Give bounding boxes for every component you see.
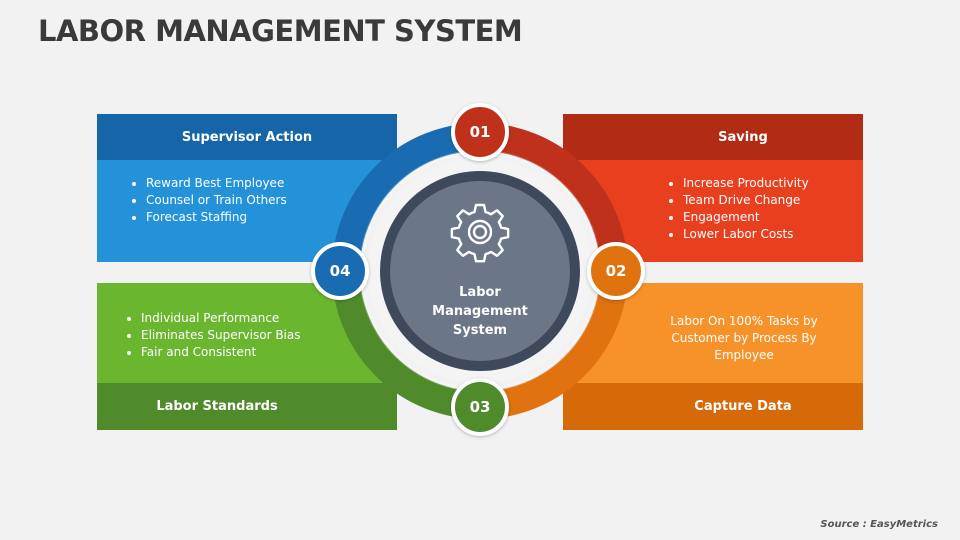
section-text: Labor On 100% Tasks by Customer by Proce… (670, 314, 818, 362)
list-item: Forecast Staffing (146, 209, 287, 226)
number-badge-04: 04 (311, 242, 369, 300)
center-label: Labor Management System (420, 283, 540, 340)
list-item: Individual Performance (141, 310, 301, 327)
bullet-list: Reward Best Employee Counsel or Train Ot… (130, 175, 287, 226)
arc-highlight (479, 150, 601, 272)
list-item: Reward Best Employee (146, 175, 287, 192)
list-item: Counsel or Train Others (146, 192, 287, 209)
bullet-list: Individual Performance Eliminates Superv… (125, 310, 301, 361)
page-title: LABOR MANAGEMENT SYSTEM (38, 14, 523, 48)
gear-icon (450, 203, 510, 263)
number-badge-02: 02 (587, 242, 645, 300)
arc-highlight (359, 270, 481, 392)
source-note: Source : EasyMetrics (820, 519, 938, 530)
number-badge-01: 01 (451, 103, 509, 161)
list-item: Lower Labor Costs (683, 226, 809, 243)
list-item: Engagement (683, 209, 809, 226)
arc-highlight (479, 270, 601, 392)
section-title: Capture Data (694, 399, 792, 414)
section-title: Supervisor Action (181, 129, 313, 145)
center-disc (390, 181, 570, 361)
arc-highlight (359, 150, 481, 272)
section-title: Labor Standards (156, 399, 278, 414)
section-header-capture-data: Capture Data (563, 383, 863, 430)
center-label-line: System (452, 323, 508, 338)
list-item: Increase Productivity (683, 175, 809, 192)
list-item: Fair and Consistent (141, 344, 301, 361)
list-item: Eliminates Supervisor Bias (141, 327, 301, 344)
section-header-supervisor-action: Supervisor Action (97, 114, 397, 160)
section-header-labor-standards: Labor Standards (97, 383, 397, 430)
list-item: Team Drive Change (683, 192, 809, 209)
center-label-line: Management (432, 304, 528, 319)
bullet-list: Increase Productivity Team Drive Change … (667, 175, 809, 243)
section-title: Saving (718, 129, 768, 145)
section-header-saving: Saving (563, 114, 863, 160)
number-badge-03: 03 (451, 378, 509, 436)
center-label-line: Labor (459, 285, 501, 300)
